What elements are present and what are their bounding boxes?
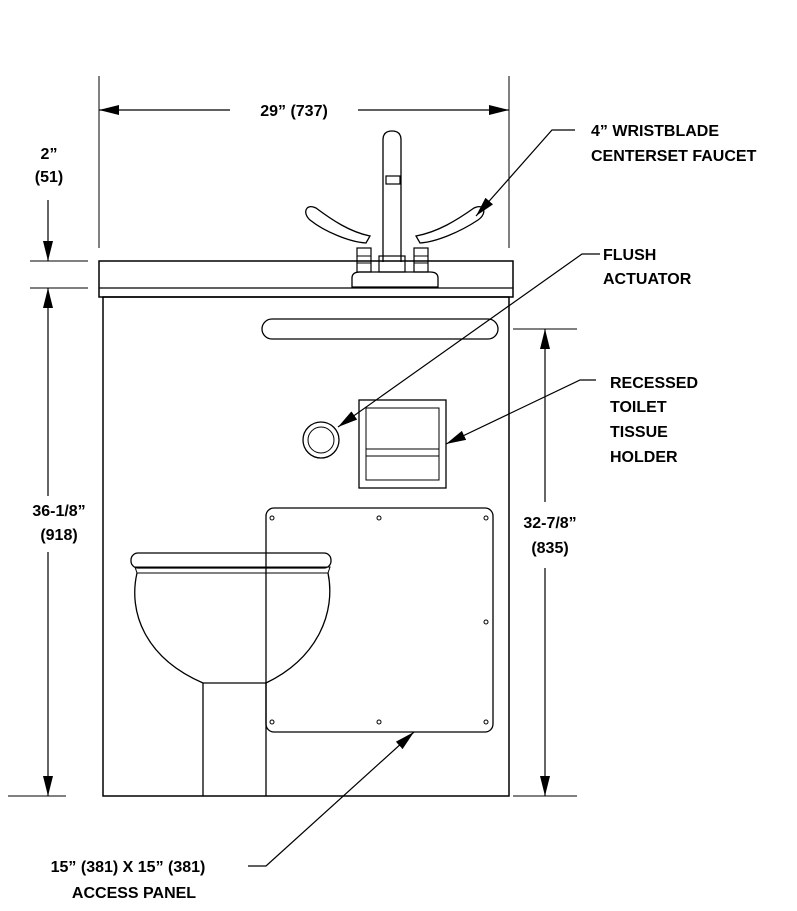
tissue-callout: RECESSED TOILET TISSUE HOLDER bbox=[445, 375, 698, 466]
top-gap-label-1: 2” bbox=[41, 146, 58, 163]
cabinet-body bbox=[102, 296, 510, 797]
faucet-label-1: 4” WRISTBLADE bbox=[591, 123, 719, 140]
top-gap-label-2: (51) bbox=[35, 169, 63, 186]
flush-actuator-slot bbox=[261, 318, 499, 340]
faucet-callout: 4” WRISTBLADE CENTERSET FAUCET bbox=[475, 123, 757, 217]
wristblade-faucet bbox=[305, 130, 485, 288]
width-dimension: 29” (737) bbox=[99, 103, 509, 120]
tissue-label-2: TOILET bbox=[610, 399, 667, 416]
tissue-label-1: RECESSED bbox=[610, 375, 698, 392]
right-height-label-2: (835) bbox=[531, 540, 568, 557]
flush-button bbox=[302, 421, 340, 459]
toilet bbox=[130, 552, 332, 796]
right-height-label-1: 32-7/8” bbox=[523, 515, 576, 532]
left-height-dimension: 36-1/8” (918) bbox=[32, 288, 86, 796]
extension-lines bbox=[8, 76, 577, 797]
access-panel bbox=[265, 507, 494, 733]
faucet-label-2: CENTERSET FAUCET bbox=[591, 148, 757, 165]
top-gap-dimension: 2” (51) bbox=[35, 146, 63, 261]
tissue-label-3: TISSUE bbox=[610, 424, 668, 441]
left-height-label-2: (918) bbox=[40, 527, 77, 544]
access-panel-label-1: 15” (381) X 15” (381) bbox=[51, 859, 206, 876]
access-panel-label-2: ACCESS PANEL bbox=[72, 885, 196, 902]
tissue-label-4: HOLDER bbox=[610, 449, 678, 466]
left-height-label-1: 36-1/8” bbox=[32, 503, 85, 520]
right-height-dimension: 32-7/8” (835) bbox=[523, 329, 577, 796]
access-panel-callout: 15” (381) X 15” (381) ACCESS PANEL bbox=[51, 731, 415, 902]
flush-label-1: FLUSH bbox=[603, 247, 656, 264]
countertop bbox=[98, 260, 514, 298]
tissue-holder bbox=[358, 399, 447, 489]
width-dimension-label: 29” (737) bbox=[260, 103, 328, 120]
flush-label-2: ACTUATOR bbox=[603, 271, 692, 288]
flush-callout: FLUSH ACTUATOR bbox=[337, 247, 692, 428]
